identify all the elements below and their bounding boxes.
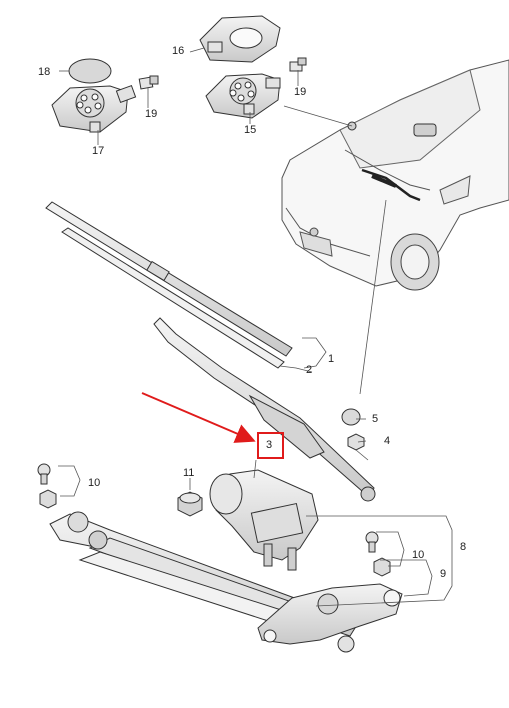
callout-19-right: 19 (294, 86, 307, 98)
wiper-linkage-frame (49, 511, 403, 653)
rubber-bushing (177, 491, 203, 517)
wiper-blade-long (45, 201, 293, 357)
callout-10-left: 10 (88, 477, 101, 489)
callout-8: 8 (460, 541, 467, 553)
sensor-bracket (199, 15, 281, 63)
callout-10-right: 10 (412, 549, 425, 561)
callout-19-left: 19 (145, 108, 158, 120)
clip-connector-right (289, 57, 307, 72)
bolt-left (37, 463, 51, 485)
wiper-motor (209, 469, 319, 571)
rain-light-sensor-right (205, 73, 281, 119)
wiper-arm (153, 317, 376, 502)
callout-2: 2 (306, 364, 313, 376)
leader-lines (58, 47, 453, 607)
callout-18: 18 (38, 66, 51, 78)
nut-right (373, 557, 391, 577)
callout-16: 16 (172, 45, 185, 57)
highlight-arrow (141, 392, 284, 459)
cover-cap (341, 408, 361, 426)
callout-11: 11 (183, 467, 195, 479)
callout-1: 1 (328, 353, 335, 365)
clip-connector-left (138, 75, 159, 90)
callout-9: 9 (440, 568, 447, 580)
rain-light-sensor-left (51, 84, 137, 133)
callout-5: 5 (372, 413, 379, 425)
sensor-cover-disc (68, 58, 112, 84)
nut-left (39, 489, 57, 509)
car-illustration (281, 59, 509, 291)
wiper-blade-rubber (61, 227, 285, 369)
callout-4: 4 (384, 435, 391, 447)
callout-3: 3 (266, 439, 273, 451)
bolt-right (365, 531, 379, 553)
hex-nut (347, 433, 365, 451)
callout-17: 17 (92, 145, 105, 157)
callout-15: 15 (244, 124, 257, 136)
